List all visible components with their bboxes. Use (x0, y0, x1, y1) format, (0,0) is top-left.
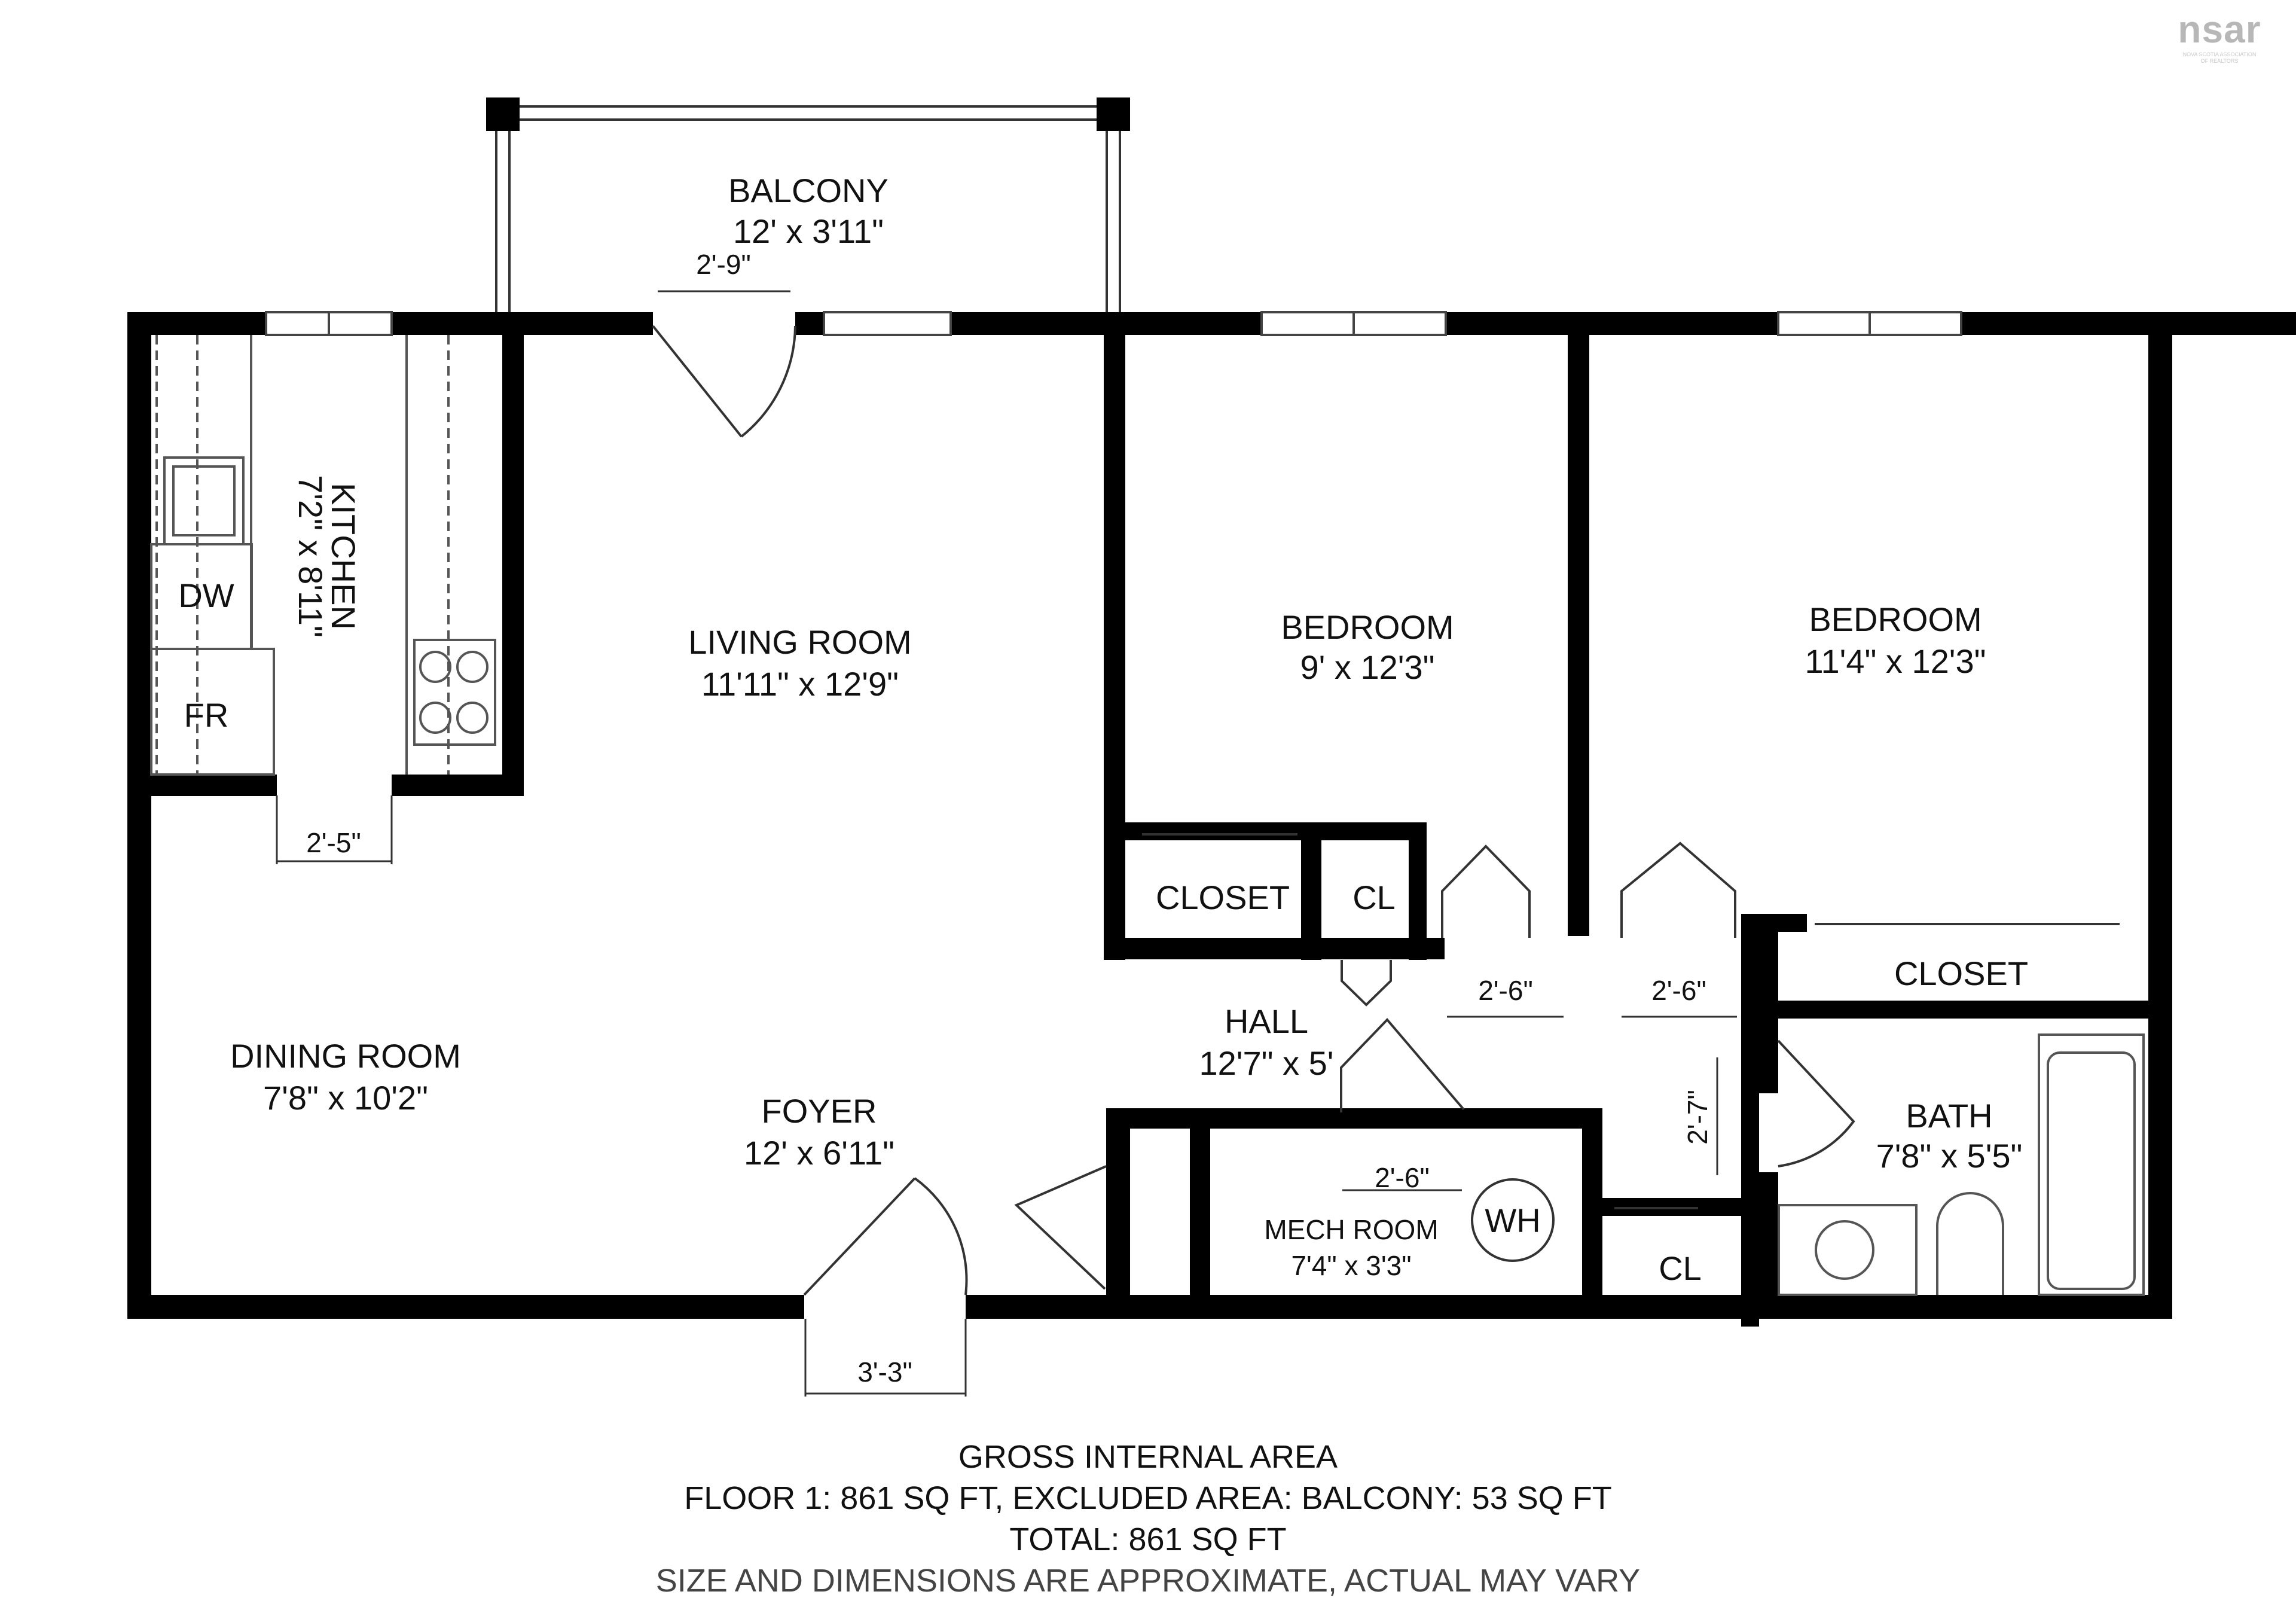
dimension-lines (276, 290, 1737, 1397)
bedroom1-closet-label: CLOSET (1156, 879, 1290, 916)
footer-floor-area: FLOOR 1: 861 SQ FT, EXCLUDED AREA: BALCO… (684, 1480, 1612, 1516)
bath-door-width: 2'-7" (1682, 1090, 1713, 1145)
balcony-name: BALCONY (728, 172, 889, 209)
kitchen-opening-width: 2'-5" (306, 827, 361, 858)
logo-subtitle-2: OF REALTORS (2200, 58, 2239, 64)
foyer-dim: 12' x 6'11" (744, 1134, 894, 1172)
mech-room-dim: 7'4" x 3'3" (1291, 1250, 1411, 1281)
bath-closet-label: CL (1659, 1249, 1702, 1287)
footer-disclaimer: SIZE AND DIMENSIONS ARE APPROXIMATE, ACT… (655, 1563, 1641, 1599)
dining-room-name: DINING ROOM (230, 1037, 461, 1075)
living-room-name: LIVING ROOM (688, 623, 911, 661)
room-labels: BALCONY 12' x 3'11" KITCHEN 7'2" x 8'11"… (230, 172, 2022, 1281)
bedroom2-name: BEDROOM (1809, 600, 1981, 638)
bedroom2-dim: 11'4" x 12'3" (1805, 642, 1986, 680)
kitchen-name: KITCHEN (325, 483, 362, 630)
nsar-logo: nsar NOVA SCOTIA ASSOCIATION OF REALTORS (2154, 7, 2285, 65)
living-room-dim: 11'11" x 12'9" (701, 665, 899, 703)
logo-subtitle-1: NOVA SCOTIA ASSOCIATION (2182, 51, 2257, 57)
dining-room-dim: 7'8" x 10'2" (263, 1079, 428, 1117)
bath-name: BATH (1906, 1097, 1992, 1135)
hall-closet-label: CL (1352, 879, 1396, 916)
hall-name: HALL (1225, 1002, 1308, 1040)
bedroom1-dim: 9' x 12'3" (1300, 648, 1435, 686)
balcony-door-width: 2'-9" (696, 249, 751, 280)
kitchen-fixtures (150, 335, 496, 776)
balcony-railing (486, 97, 1130, 312)
doors (652, 325, 2120, 1296)
mech-room-name: MECH ROOM (1264, 1214, 1438, 1245)
hall-dim: 12'7" x 5' (1199, 1044, 1334, 1082)
dishwasher-label: DW (178, 577, 234, 614)
bath-fixtures (1471, 1033, 2145, 1296)
footer-total: TOTAL: 861 SQ FT (1009, 1522, 1287, 1557)
bedroom2-closet-label: CLOSET (1894, 955, 2028, 992)
logo-wordmark: nsar (2178, 8, 2261, 51)
bedroom1-name: BEDROOM (1281, 608, 1454, 646)
door-dimension-labels: 2'-9" 2'-5" 2'-6" 2'-6" 2'-6" 2'-7" 3'-3… (306, 249, 1713, 1388)
footer-title: GROSS INTERNAL AREA (958, 1439, 1338, 1475)
mech-door-width: 2'-6" (1375, 1162, 1430, 1193)
kitchen-dim: 7'2" x 8'11" (292, 475, 329, 638)
bedroom2-door-width: 2'-6" (1651, 975, 1706, 1006)
windows (265, 311, 1962, 336)
fridge-label: FR (184, 696, 229, 734)
bath-dim: 7'8" x 5'5" (1876, 1137, 2023, 1175)
balcony-dim: 12' x 3'11" (733, 212, 884, 250)
bedroom1-door-width: 2'-6" (1478, 975, 1533, 1006)
foyer-name: FOYER (762, 1092, 877, 1130)
water-heater-label: WH (1485, 1202, 1540, 1239)
entry-door-width: 3'-3" (857, 1356, 912, 1388)
walls (127, 312, 2296, 1327)
fixture-labels: DW FR WH CLOSET CLOSET CL CL (178, 577, 2028, 1287)
